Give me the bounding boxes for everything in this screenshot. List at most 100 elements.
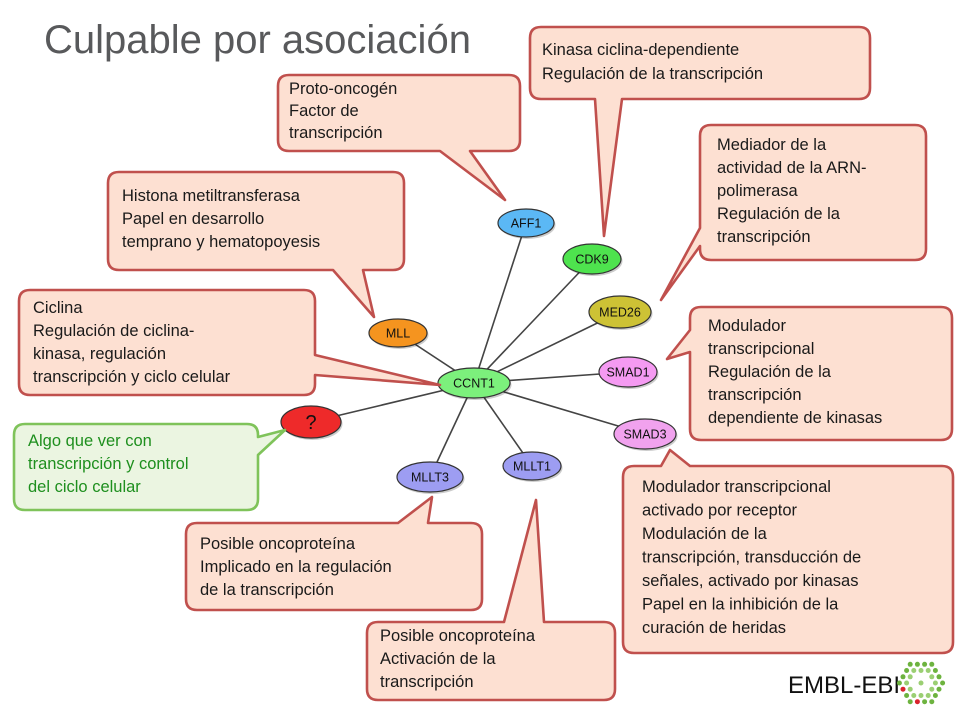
node-label: SMAD3 [623, 428, 666, 442]
logo-dot [904, 693, 910, 698]
callout-bubble [12, 422, 287, 512]
callout-bubble [621, 448, 955, 655]
callout-line: Regulación de la [717, 205, 841, 223]
callout-med26: Mediador de la actividad de la ARN-polime… [659, 123, 928, 302]
logo-dot [918, 680, 924, 686]
node-label: ? [305, 412, 316, 434]
page-title: Culpable por asociación [44, 18, 471, 62]
node-ccnt1[interactable]: CCNT1 [437, 367, 512, 400]
node-label: CCNT1 [453, 377, 495, 391]
callout-line: Modulador transcripcional [642, 478, 831, 496]
callout-line: actividad de la ARN- [717, 159, 867, 177]
node-label: SMAD1 [606, 366, 649, 380]
logo-dot [904, 668, 910, 673]
logo-dot [929, 661, 935, 667]
callout-line: Regulación de la transcripción [542, 65, 763, 83]
logo-dot [929, 674, 935, 680]
node-ellipse [396, 461, 464, 493]
callout-line: temprano y hematopoyesis [122, 233, 320, 251]
node-mll[interactable]: MLL [368, 318, 429, 349]
callout-line: Activación de la [380, 650, 496, 668]
callout-bubble [659, 123, 928, 302]
logo-dot [911, 668, 917, 673]
node-label: MLLT3 [411, 471, 449, 485]
node-ellipse [598, 356, 658, 388]
node-smad3[interactable]: SMAD3 [613, 418, 678, 451]
edge-ccnt1-mllt3 [429, 382, 475, 478]
callout-line: polimerasa [717, 182, 799, 200]
callout-line: Papel en la inhibición de la [642, 596, 839, 614]
callout-line: Kinasa ciclina-dependiente [542, 41, 739, 59]
logo-dot [922, 661, 928, 667]
callout-line: curación de heridas [642, 619, 786, 637]
node-ellipse [588, 295, 652, 329]
embl-ebi-logo: EMBL-EBI [788, 661, 946, 705]
node-label: AFF1 [511, 217, 542, 231]
callout-line: transcripción [708, 386, 802, 404]
logo-dot [900, 674, 906, 680]
node-label: MLL [386, 327, 410, 341]
callout-line: kinasa, regulación [33, 345, 166, 363]
callout-line: transcripción y ciclo celular [33, 368, 231, 386]
node-cdk9[interactable]: CDK9 [562, 243, 623, 276]
callout-line: Modulación de la [642, 525, 768, 543]
node-ellipse [502, 451, 562, 481]
node-ellipse [613, 418, 677, 450]
node-ellipse [437, 367, 511, 399]
edge-ccnt1-aff1 [473, 222, 527, 384]
logo-dot [911, 693, 917, 698]
callout-line: Proto-oncogén [289, 80, 397, 98]
callout-line: transcripción [717, 228, 811, 246]
logo-dot [932, 680, 938, 686]
node-ellipse [497, 208, 555, 238]
logo-dot [932, 668, 938, 673]
node-med26[interactable]: MED26 [588, 295, 653, 330]
logo-dot [907, 699, 913, 705]
callout-line: Ciclina [33, 299, 83, 317]
callout-bubble [17, 288, 442, 397]
logo-dot [914, 699, 920, 705]
callout-bubble [665, 305, 954, 442]
callout-line: dependiente de kinasas [708, 409, 882, 427]
logo-dot [896, 680, 902, 686]
logo-dot [907, 674, 913, 680]
callout-bubble [106, 170, 406, 319]
callout-line: Modulador [708, 317, 786, 335]
callout-line: Histona metiltransferasa [122, 187, 301, 205]
node-label: CDK9 [575, 253, 608, 267]
node-mllt3[interactable]: MLLT3 [396, 461, 465, 494]
node-mllt1[interactable]: MLLT1 [502, 451, 563, 482]
callout-line: Posible oncoproteína [380, 627, 536, 645]
embl-ebi-hexagon-logo-icon [896, 661, 946, 705]
callout-line: Regulación de la [708, 363, 832, 381]
logo-dot [907, 661, 913, 667]
logo-dot [940, 680, 946, 686]
callout-line: Mediador de la [717, 136, 827, 154]
node-ellipse [562, 243, 622, 275]
node-smad1[interactable]: SMAD1 [598, 356, 659, 389]
logo-dot [900, 686, 906, 692]
callout-line: Posible oncoproteína [200, 535, 356, 553]
callout-line: transcripción, transducción de [642, 549, 861, 567]
logo-dot [914, 661, 920, 667]
callout-bubble [528, 25, 872, 238]
logo-dot [925, 693, 931, 698]
logo-dot [936, 686, 942, 692]
node-aff1[interactable]: AFF1 [497, 208, 556, 239]
callout-line: transcripción y control [28, 455, 188, 473]
callout-line: Papel en desarrollo [122, 210, 264, 228]
logo-dot [918, 693, 924, 698]
callout-line: Algo que ver con [28, 432, 152, 450]
node-label: MLLT1 [513, 460, 551, 474]
callout-bubble [184, 495, 484, 612]
node-unknown[interactable]: ? [280, 405, 343, 440]
